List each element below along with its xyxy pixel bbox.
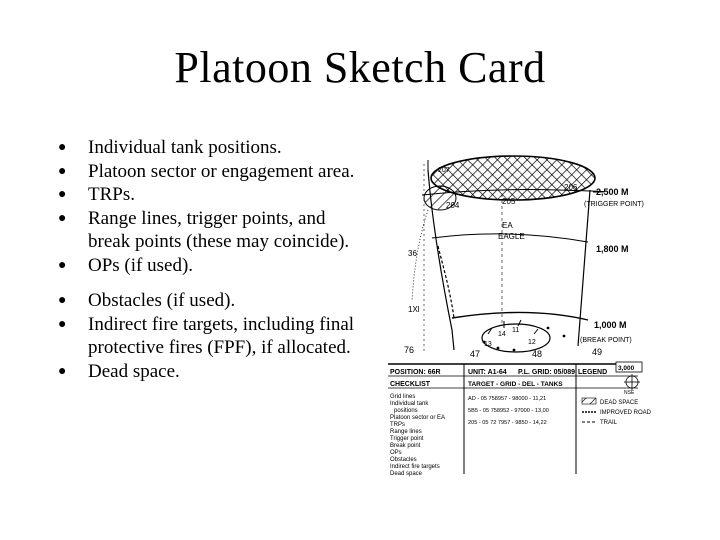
checklist-item: Indirect fire targets [390,464,440,470]
trp-label: 205 [502,197,516,206]
legend-item: DEAD SPACE [600,400,638,406]
bullet-dot-icon: ● [58,163,67,179]
grid-number: 47 [470,349,480,359]
bullet-item: ● OPs (if used). [56,254,356,278]
target-header: TARGET - GRID - DEL - TANKS [468,381,563,388]
bullet-item: ● Indirect fire targets, including final … [56,313,356,360]
checklist-item: Platoon sector or EA [390,415,445,421]
bullet-dot-icon: ● [58,140,67,155]
trp-label: 206 [564,183,578,192]
bullet-dot-icon: ● [58,257,67,273]
legend-label: LEGEND [578,369,607,376]
checklist-item: Dead space [390,471,423,477]
vehicle-label: 13 [484,341,492,348]
legend-item: IMPROVED ROAD [600,410,652,416]
bullet-text: Indirect fire targets, including final p… [88,313,355,359]
bullet-item: ● Platoon sector or engagement area. [56,160,356,184]
legend-scale: 3,000 [618,365,635,372]
target-row: AD - 05 758957 - 98000 - 11,21 [468,396,546,402]
vehicle-label: 14 [498,331,506,338]
grid-number: 36 [408,249,417,258]
plgrid-label: P.L. GRID: 05/089 [518,369,575,376]
grid-number: 1Xl [408,305,420,314]
legend-compass: NSE [624,390,635,396]
range-line-1000 [451,311,589,321]
bullet-dot-icon: ● [58,363,67,379]
tank-dot [496,346,500,350]
trail-line [437,245,455,319]
platoon-sketch-card: 204 205 206 207 2,500 M (TRIGGER POINT) … [388,150,660,480]
sketch-svg: 204 205 206 207 2,500 M (TRIGGER POINT) … [388,155,652,477]
bullet-dot-icon: ● [58,210,67,226]
checklist-item: positions [394,408,418,414]
sector-boundary-right [577,189,591,347]
vehicle-label: 12 [528,339,536,346]
trp-label: 207 [438,167,450,174]
bullet-text: Range lines, trigger points, and break p… [88,207,350,253]
bullet-text: TRPs. [88,184,135,205]
bullet-dot-icon: ● [58,316,67,332]
bullet-item: ● Range lines, trigger points, and break … [56,207,356,254]
tank-dot [546,326,550,330]
bullet-text: Obstacles (if used). [88,290,236,311]
range-label-1800: 1,800 M [596,244,629,254]
range-label-1000: 1,000 M [594,320,627,330]
checklist-label: CHECKLIST [390,381,431,388]
grid-number: 76 [404,345,414,355]
checklist-item: Individual tank [390,401,429,407]
checklist-item: Break point [390,443,421,449]
grid-number: 49 [592,347,602,357]
checklist-item: Obstacles [390,457,417,463]
dead-space-patch [423,185,457,211]
checklist-item: Range lines [390,429,422,435]
road-line [411,209,429,301]
bullet-dot-icon: ● [58,187,67,202]
trigger-point-label: (TRIGGER POINT) [584,201,644,208]
target-row: 5B5 - 05 758952 - 97000 - 13,00 [468,408,549,414]
bullet-text: Individual tank positions. [88,137,282,158]
target-row: 205 - 05 72 7957 - 9850 - 14,22 [468,420,547,426]
legend-scale-box [615,361,643,373]
bullet-text: OPs (if used). [88,254,194,276]
dead-space-swatch [581,397,597,405]
position-label: POSITION: 66R [390,369,441,376]
slide-title: Platoon Sketch Card [174,43,546,92]
bullet-item: ● Dead space. [56,360,356,384]
checklist-item: OPs [390,450,402,456]
legend-item: TRAIL [600,420,618,426]
bullet-list: ● Individual tank positions. ● Platoon sec… [56,136,356,383]
checklist-item: Trigger point [390,436,424,442]
bullet-dot-icon: ● [58,293,67,308]
tank-position-area [481,323,551,353]
break-point-label: (BREAK POINT) [580,337,632,344]
bullet-item: ● Obstacles (if used). [56,289,356,313]
vehicle-label: 11 [512,327,519,334]
checklist-item: Grid lines [390,394,415,400]
range-line-2500 [421,189,606,196]
bullet-text: Platoon sector or engagement area. [88,160,355,182]
tank-dot [562,334,566,338]
bullet-item: ● Individual tank positions. [56,136,356,160]
range-line-1800 [431,233,589,243]
tank-dot [482,340,486,344]
tank-sector-marks [487,319,539,335]
tank-dot [512,348,516,352]
trp-label: 204 [446,201,460,210]
ea-label: EA [502,221,513,230]
grid-number: 48 [532,349,542,359]
unit-label: UNIT: A1-64 [468,369,507,376]
range-label-2500: 2,500 M [596,187,629,197]
ea-name-label: EAGLE [498,232,525,241]
bullet-item: ● TRPs. [56,183,356,207]
engagement-area-crosshatch [431,156,595,200]
bullet-text: Dead space. [88,360,180,382]
checklist-item: TRPs [390,422,405,428]
